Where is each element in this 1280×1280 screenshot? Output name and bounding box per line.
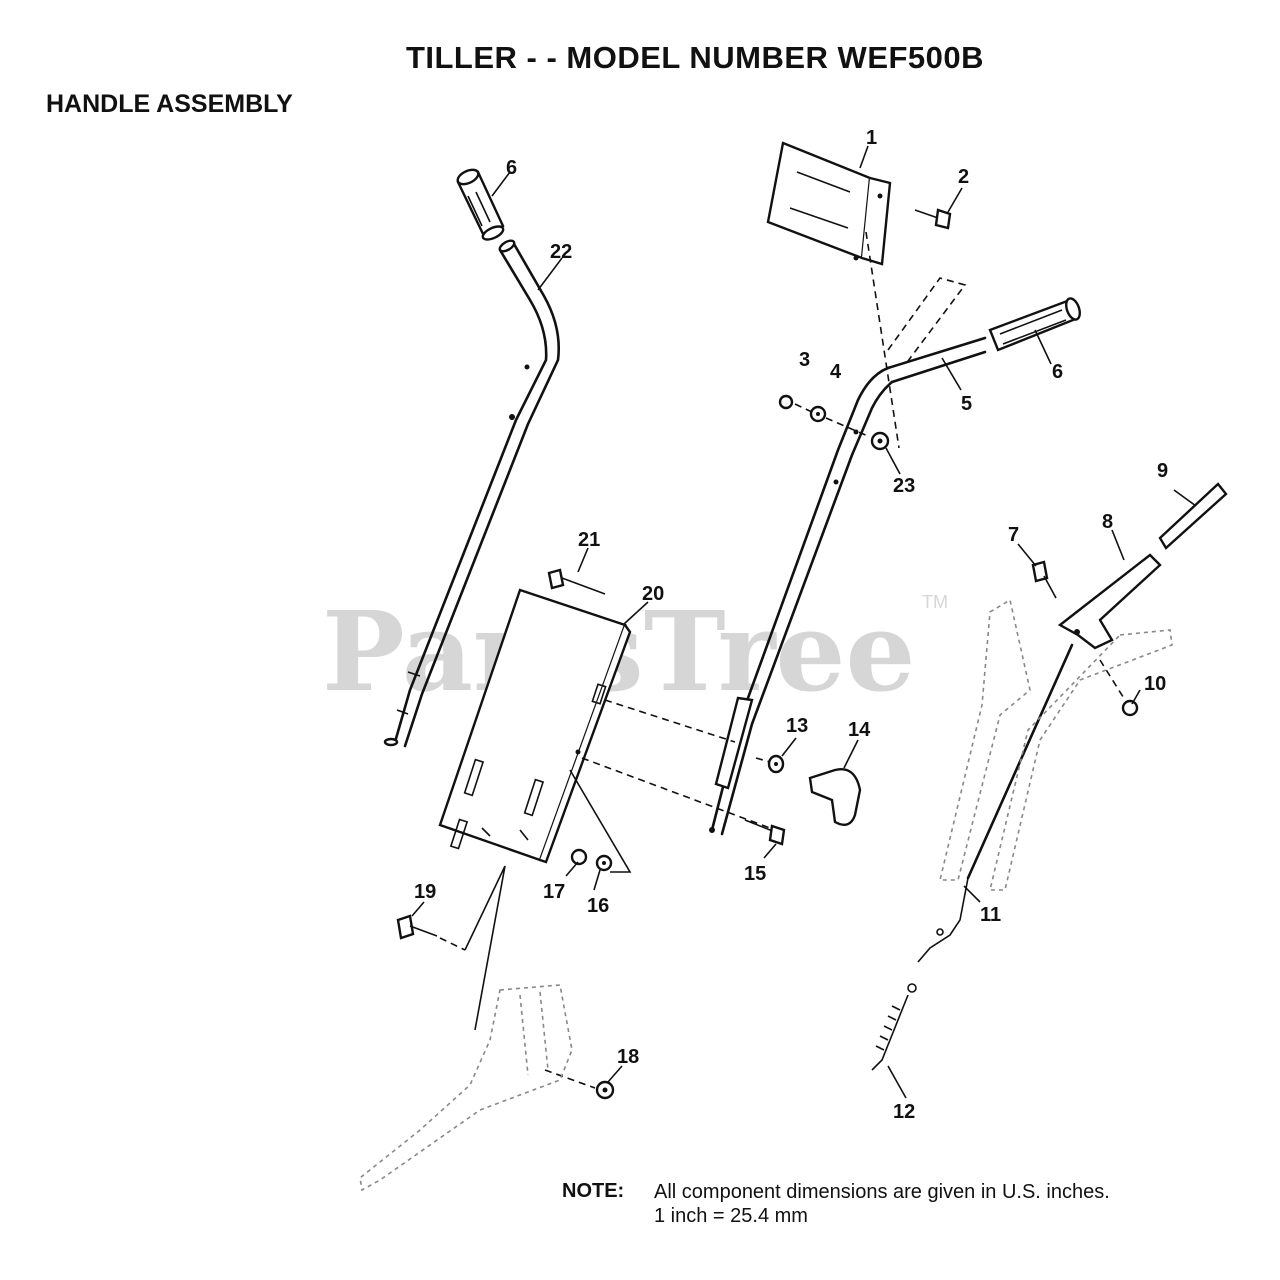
part-control-lever-8[interactable] bbox=[1057, 553, 1162, 650]
callout-3: 3 bbox=[799, 349, 810, 371]
part-handle-upper-right[interactable] bbox=[709, 277, 987, 836]
callout-9: 9 bbox=[1157, 460, 1168, 482]
tiller-frame-reference bbox=[359, 984, 573, 1192]
part-nut-17[interactable] bbox=[570, 848, 588, 866]
callout-11: 11 bbox=[980, 904, 1001, 926]
part-bolt-7[interactable] bbox=[1031, 560, 1057, 599]
part-bolt-15[interactable] bbox=[744, 819, 786, 846]
page-title: TILLER - - MODEL NUMBER WEF500B bbox=[405, 40, 985, 75]
callout-6-left: 6 bbox=[506, 157, 517, 179]
callout-7: 7 bbox=[1008, 524, 1019, 546]
callout-20: 20 bbox=[642, 583, 664, 605]
callout-6-right: 6 bbox=[1052, 361, 1063, 383]
note-line-2: 1 inch = 25.4 mm bbox=[654, 1205, 808, 1227]
callout-14: 14 bbox=[848, 719, 871, 741]
part-nut-10[interactable] bbox=[1121, 699, 1139, 717]
ghost-handle-reference bbox=[938, 598, 1173, 891]
callout-19: 19 bbox=[414, 881, 436, 903]
part-washer-16[interactable] bbox=[595, 854, 613, 872]
note-label: NOTE: bbox=[562, 1180, 625, 1202]
part-washer-23[interactable] bbox=[870, 431, 890, 451]
callout-4: 4 bbox=[830, 361, 842, 383]
part-handle-tube-left[interactable] bbox=[383, 239, 560, 748]
callout-10: 10 bbox=[1144, 673, 1166, 695]
part-grip-right[interactable] bbox=[988, 297, 1082, 352]
callout-1: 1 bbox=[866, 127, 877, 149]
note-line-1: All component dimensions are given in U.… bbox=[654, 1181, 1110, 1203]
part-mount-plate[interactable] bbox=[438, 588, 632, 864]
dimensions-note: NOTE: All component dimensions are given … bbox=[562, 1180, 1110, 1228]
callout-13: 13 bbox=[786, 715, 808, 737]
callout-23: 23 bbox=[893, 475, 915, 497]
part-knob-14[interactable] bbox=[808, 768, 862, 826]
part-nut-18[interactable] bbox=[595, 1080, 615, 1100]
part-bolt-2[interactable] bbox=[914, 208, 952, 230]
part-bolt-21[interactable] bbox=[547, 568, 606, 595]
callout-8: 8 bbox=[1102, 511, 1113, 533]
part-bolt-19[interactable] bbox=[396, 914, 438, 940]
note-text: All component dimensions are given in U.… bbox=[654, 1180, 1110, 1228]
part-spring-12[interactable] bbox=[871, 983, 917, 1071]
callout-2: 2 bbox=[958, 166, 969, 188]
part-washer-4[interactable] bbox=[809, 405, 827, 423]
part-lever-grip-9[interactable] bbox=[1158, 482, 1228, 550]
callout-12: 12 bbox=[893, 1101, 915, 1123]
section-title: HANDLE ASSEMBLY bbox=[46, 90, 293, 118]
part-grip-left[interactable] bbox=[455, 167, 505, 242]
callout-22: 22 bbox=[550, 241, 572, 263]
part-nut-3[interactable] bbox=[778, 394, 794, 410]
part-washer-13[interactable] bbox=[767, 754, 785, 774]
callout-16: 16 bbox=[587, 895, 609, 917]
callout-17: 17 bbox=[543, 881, 565, 903]
callout-15: 15 bbox=[744, 863, 766, 885]
watermark-trademark: TM bbox=[922, 592, 948, 612]
callout-18: 18 bbox=[617, 1046, 639, 1068]
callout-5: 5 bbox=[961, 393, 972, 415]
part-control-panel[interactable] bbox=[766, 141, 892, 266]
callout-21: 21 bbox=[578, 529, 600, 551]
